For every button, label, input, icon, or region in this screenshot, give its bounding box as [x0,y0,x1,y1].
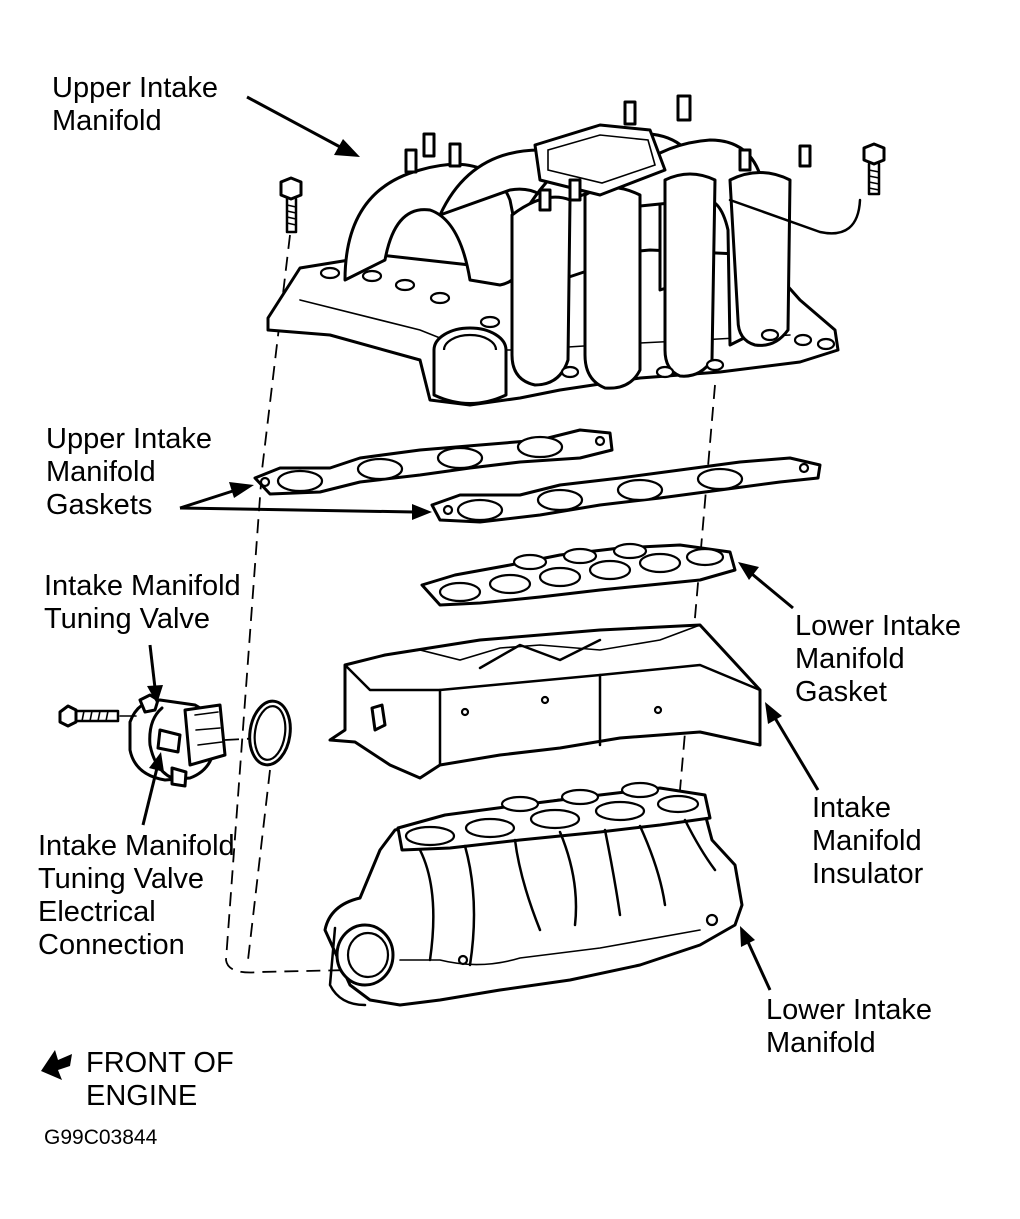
upper-intake-gasket-rear [253,428,614,496]
manifold-bolt-right [728,142,886,235]
label-front-of-engine: FRONT OF ENGINE [86,1047,234,1112]
label-upper-intake-manifold: Upper Intake Manifold [52,72,219,137]
label-upper-intake-manifold-gaskets: Upper Intake Manifold Gaskets [46,423,213,521]
upper-intake-manifold [266,94,840,407]
tuning-valve-screw [58,704,137,728]
lower-intake-manifold [323,781,744,1007]
intake-manifold-tuning-valve [128,693,227,788]
label-intake-manifold-tuning-valve: Intake Manifold Tuning Valve [44,570,241,635]
upper-intake-gasket-front [430,456,822,524]
lower-intake-manifold-gasket [420,542,737,607]
tuning-valve-o-ring [248,699,292,767]
label-tuning-valve-electrical-connection: Intake Manifold Tuning Valve Electrical … [38,830,235,961]
label-lower-intake-manifold-gasket: Lower Intake Manifold Gasket [795,610,962,708]
intake-manifold-insulator [328,623,762,780]
manifold-bolt-left [279,176,303,234]
label-intake-manifold-insulator: Intake Manifold Insulator [812,792,924,890]
leader-arrows [141,95,820,991]
figure-code: G99C03844 [44,1126,158,1149]
label-lower-intake-manifold: Lower Intake Manifold [766,994,933,1059]
